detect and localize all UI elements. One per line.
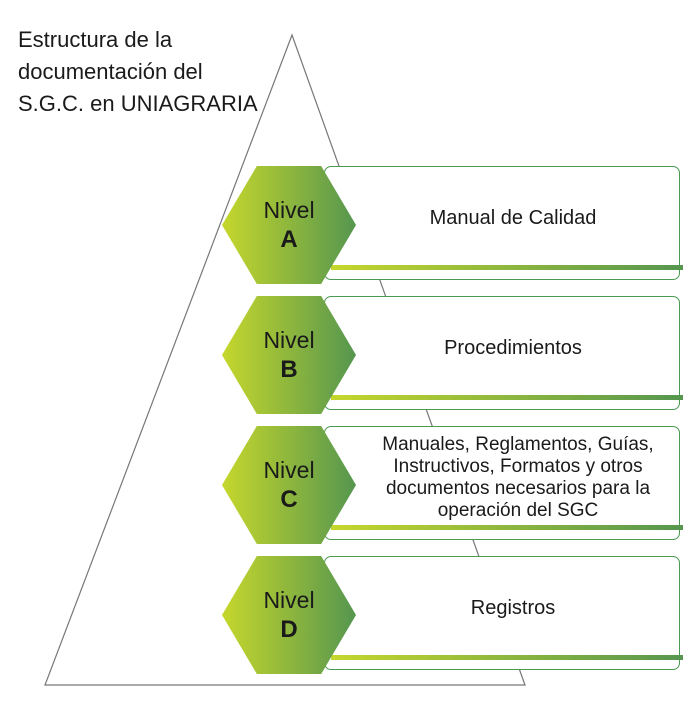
level-a-underline xyxy=(331,265,683,270)
level-b-letter: B xyxy=(280,356,298,383)
level-b: Procedimientos Nivel B xyxy=(222,296,683,414)
level-b-label: Nivel xyxy=(263,327,315,353)
level-d-box xyxy=(324,556,683,670)
level-d-description: Registros xyxy=(470,596,556,619)
level-b-description: Procedimientos xyxy=(444,336,582,359)
level-a-description: Manual de Calidad xyxy=(429,206,597,229)
level-a-label: Nivel xyxy=(263,197,315,223)
title-line-2: documentación del xyxy=(18,59,203,84)
diagram-title: Estructura de la documentación del S.G.C… xyxy=(18,24,258,120)
level-c-underline xyxy=(331,525,683,530)
level-b-underline xyxy=(331,395,683,400)
level-d: Registros Nivel D xyxy=(222,556,683,674)
level-c-label: Nivel xyxy=(263,457,315,483)
level-c-letter: C xyxy=(280,486,298,513)
level-b-box xyxy=(324,296,683,410)
title-line-3: S.G.C. en UNIAGRARIA xyxy=(18,91,258,116)
level-d-underline xyxy=(331,655,683,660)
level-a-letter: A xyxy=(280,226,298,253)
level-d-label: Nivel xyxy=(263,587,315,613)
level-c: Manuales, Reglamentos, Guías, Instructiv… xyxy=(222,426,683,544)
level-d-letter: D xyxy=(280,616,298,643)
title-line-1: Estructura de la xyxy=(18,27,173,52)
level-a: Manual de Calidad Nivel A xyxy=(222,166,683,284)
level-c-box xyxy=(324,426,683,540)
level-c-description: Manuales, Reglamentos, Guías, Instructiv… xyxy=(382,434,654,521)
